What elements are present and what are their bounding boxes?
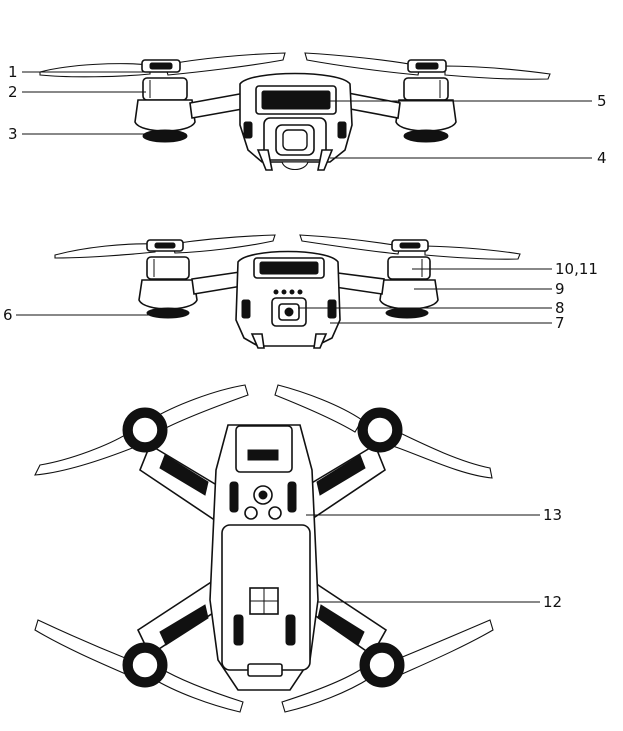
- callout-2: 2: [8, 83, 18, 101]
- rear-right-propeller: [300, 235, 520, 259]
- callout-12: 12: [543, 593, 562, 611]
- front-left-propeller: [40, 53, 285, 77]
- bottom-fuselage: [210, 425, 318, 690]
- front-right-propeller: [305, 53, 550, 79]
- rear-body: [236, 252, 340, 349]
- callout-1: 1: [8, 63, 18, 81]
- callout-10-11: 10,11: [555, 260, 598, 278]
- front-body: [240, 74, 352, 171]
- drone-bottom-view: [35, 385, 493, 712]
- front-left-motor: [135, 78, 195, 142]
- rear-left-arm: [192, 272, 242, 294]
- callout-13: 13: [543, 506, 562, 524]
- callout-3: 3: [8, 125, 18, 143]
- rear-right-motor: [380, 257, 438, 318]
- drone-front-view: [40, 53, 550, 170]
- rear-left-motor: [139, 257, 197, 318]
- callout-8: 8: [555, 299, 565, 317]
- callout-6: 6: [3, 306, 13, 324]
- callout-5: 5: [597, 92, 607, 110]
- front-right-arm: [345, 93, 400, 118]
- front-right-motor: [396, 78, 456, 142]
- rear-left-propeller: [55, 235, 275, 258]
- drone-rear-view: [55, 235, 520, 348]
- callout-9: 9: [555, 280, 565, 298]
- callout-4: 4: [597, 149, 607, 167]
